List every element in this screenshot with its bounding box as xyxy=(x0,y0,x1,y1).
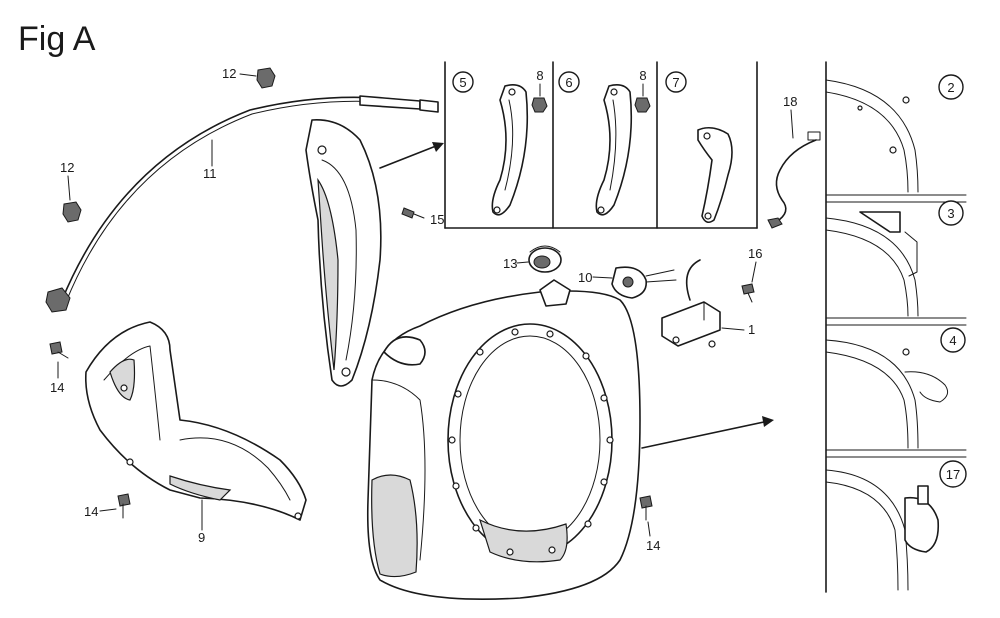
baffle-variant-5 xyxy=(491,84,529,216)
clip-8a xyxy=(531,97,548,113)
inset-panel-variants-2-3-4-17: 2 3 4 17 xyxy=(825,61,967,593)
callout-15: 15 xyxy=(430,212,444,227)
callout-11: 11 xyxy=(203,166,217,181)
module-1 xyxy=(661,259,721,348)
inset-label-2: 2 xyxy=(947,80,954,95)
inset-circle-6 xyxy=(558,71,580,93)
clip-12-top xyxy=(256,67,276,89)
switch-10 xyxy=(611,266,677,299)
callout-10: 10 xyxy=(578,270,592,285)
clip-8b xyxy=(634,97,651,113)
callout-12b: 12 xyxy=(60,160,74,175)
bolt-14-right xyxy=(639,495,653,521)
inset-label-8b: 8 xyxy=(639,68,646,83)
inset-label-4: 4 xyxy=(949,333,956,348)
inset-label-8a: 8 xyxy=(536,68,543,83)
bolt-14-left-upper xyxy=(49,341,69,359)
grommet-13 xyxy=(528,245,562,273)
pointer-arrow-right xyxy=(641,416,774,449)
fan-cover-shroud xyxy=(366,279,641,600)
inset-circle-4 xyxy=(940,327,966,353)
callout-18: 18 xyxy=(783,94,797,109)
pointer-arrow-top xyxy=(379,142,444,169)
screw-15 xyxy=(401,207,425,219)
figure-title: Fig A xyxy=(18,20,96,58)
inset-label-5: 5 xyxy=(459,75,466,90)
cable-11 xyxy=(45,95,439,313)
callout-14c: 14 xyxy=(646,538,660,553)
callout-14a: 14 xyxy=(50,380,64,395)
bolt-14-lower-left xyxy=(117,493,131,519)
inset-label-6: 6 xyxy=(565,75,572,90)
inset-label-7: 7 xyxy=(672,75,679,90)
callout-13: 13 xyxy=(503,256,517,271)
inset-label-3: 3 xyxy=(947,206,954,221)
callout-1: 1 xyxy=(748,322,755,337)
baffle-variant-6 xyxy=(595,84,633,216)
callout-12a: 12 xyxy=(222,66,236,81)
clip-12-left xyxy=(62,201,82,223)
inset-circle-3 xyxy=(938,200,964,226)
baffle-variant-7 xyxy=(697,126,733,224)
callout-9: 9 xyxy=(198,530,205,545)
inset-circle-2 xyxy=(938,74,964,100)
air-guide-baffle xyxy=(305,119,382,387)
lower-shroud-9 xyxy=(84,321,307,521)
inset-circle-5 xyxy=(452,71,474,93)
inset-label-17: 17 xyxy=(946,467,960,482)
inset-circle-17 xyxy=(939,460,967,488)
inset-circle-7 xyxy=(665,71,687,93)
callout-14b: 14 xyxy=(84,504,98,519)
bolt-16 xyxy=(741,283,755,303)
wire-18 xyxy=(767,131,821,229)
inset-panel-variants-5-6-7: 5 8 6 8 7 xyxy=(444,61,758,229)
callout-16: 16 xyxy=(748,246,762,261)
